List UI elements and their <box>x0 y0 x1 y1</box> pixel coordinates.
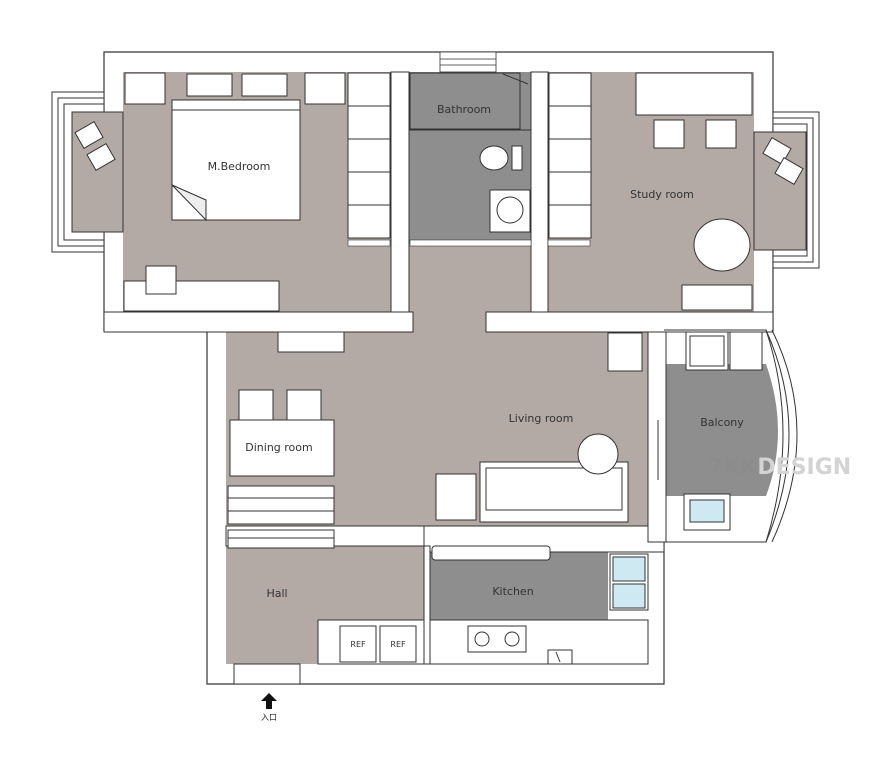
brand-logo: 7KKDESIGN <box>708 455 851 480</box>
arrow-up-icon <box>261 693 277 709</box>
wall-balcony-divider <box>647 331 667 543</box>
label-fridge-1: REF <box>350 640 366 649</box>
wall-bedroom-bottom <box>103 311 414 333</box>
master-bedroom-furniture <box>123 72 391 312</box>
wall-bath-study <box>530 71 549 313</box>
fridge-1 <box>339 625 377 663</box>
label-kitchen: Kitchen <box>492 585 533 598</box>
lounge-chairs-left <box>74 121 116 171</box>
dining-table <box>229 419 335 477</box>
kitchen-appliance <box>547 649 573 665</box>
study-desk <box>635 72 753 116</box>
kitchen-counter-bottom <box>429 619 649 665</box>
fridge-2 <box>379 625 417 663</box>
balcony-curved-wall <box>664 329 798 543</box>
chair-bedroom <box>145 265 177 295</box>
study-room-furniture <box>548 72 753 311</box>
label-hall: Hall <box>266 587 287 600</box>
right-bay-window <box>753 111 820 269</box>
pillow-1 <box>186 73 233 97</box>
grey-floors <box>409 72 778 620</box>
ottoman <box>435 473 477 521</box>
wall-study-bottom <box>485 311 774 333</box>
dryer <box>729 331 763 371</box>
study-cabinet <box>681 284 753 311</box>
study-chair-2 <box>705 119 737 149</box>
entrance-marker: 入口 <box>253 692 285 723</box>
kitchen-floor <box>430 552 608 620</box>
wardrobe-bedroom <box>347 72 391 239</box>
windows <box>439 51 497 73</box>
headboard <box>171 99 301 111</box>
wall-bedroom-bath <box>390 71 410 313</box>
entry-door <box>233 663 301 685</box>
dining-chair-2 <box>286 389 322 421</box>
tv-stand <box>607 332 643 372</box>
label-master-bedroom: M.Bedroom <box>208 160 271 173</box>
dining-chair-1 <box>238 389 274 421</box>
living-dining-furniture <box>227 331 643 549</box>
label-study-room: Study room <box>630 188 694 201</box>
label-bathroom: Bathroom <box>437 103 491 116</box>
hall-fixtures <box>233 619 425 685</box>
wall-hall-kitchen <box>423 545 431 665</box>
kitchen-counter-top <box>431 545 551 561</box>
label-fridge-2: REF <box>390 640 406 649</box>
balcony-fixtures <box>657 331 763 531</box>
bathroom-fixtures <box>409 72 531 233</box>
brand-part-1: 7KK <box>708 455 758 480</box>
toilet <box>479 145 509 171</box>
left-bay-window <box>51 91 124 253</box>
entrance-label: 入口 <box>261 713 277 722</box>
label-balcony: Balcony <box>700 416 744 429</box>
bed-fold <box>171 184 207 222</box>
side-table <box>577 433 619 475</box>
kitchen-fixtures <box>429 545 649 665</box>
brand-part-2: DESIGN <box>757 455 852 480</box>
toilet-tank <box>511 145 523 171</box>
wardrobe-study <box>548 72 592 239</box>
shower-door <box>502 73 529 85</box>
study-chair-1 <box>653 119 685 149</box>
lounge-chairs-right <box>762 137 804 185</box>
hall-cabinet <box>227 485 335 549</box>
floor-tile-strips <box>347 239 591 247</box>
shower <box>409 72 521 130</box>
label-dining-room: Dining room <box>245 441 312 454</box>
nightstand-left <box>124 72 166 105</box>
console-table <box>277 331 345 353</box>
round-lounge <box>693 218 751 272</box>
label-living-room: Living room <box>509 412 574 425</box>
nightstand-right <box>304 72 346 105</box>
pillow-2 <box>241 73 288 97</box>
balcony-floor <box>666 364 778 496</box>
